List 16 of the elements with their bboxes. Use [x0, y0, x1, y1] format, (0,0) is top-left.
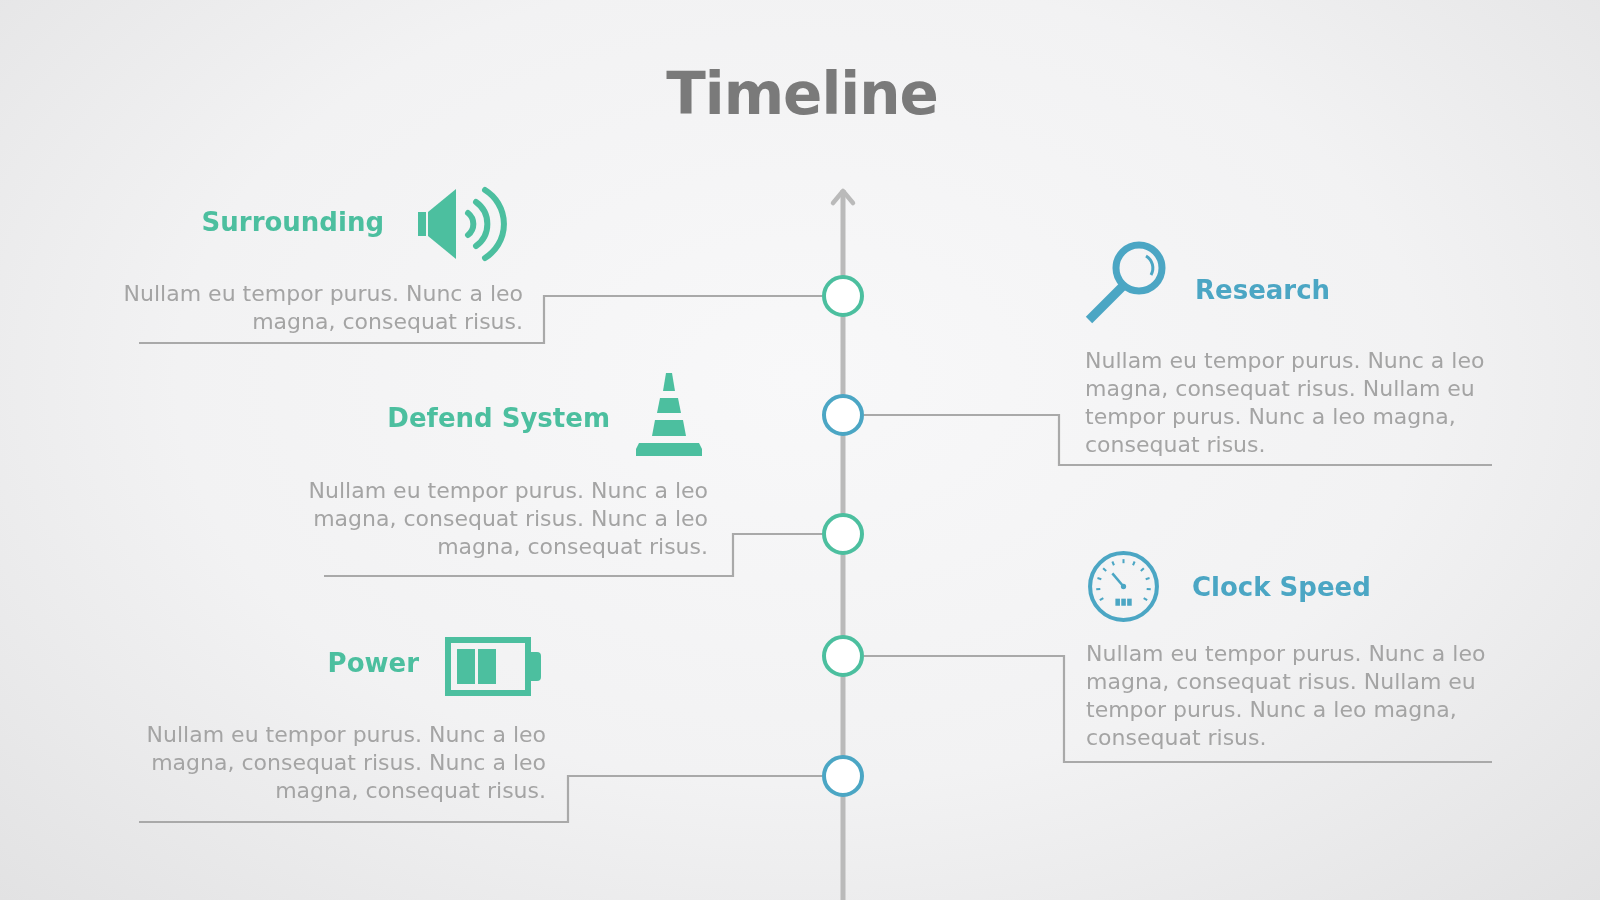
- slide-title: Timeline: [666, 59, 938, 130]
- entry-heading: Clock Speed: [1192, 571, 1371, 603]
- entry-description: Nullam eu tempor purus. Nunc a leo magna, consequat risus.: [122, 280, 523, 336]
- entry-description: Nullam eu tempor purus. Nunc a leo magna, consequat risus. Nullam eu tempor purus. Nunc a leo magna, consequat risus.: [1085, 347, 1486, 459]
- entry-heading: Surrounding: [201, 206, 384, 238]
- leader-line: [324, 532, 822, 578]
- entry-heading: Defend System: [387, 402, 610, 434]
- leader-line: [864, 413, 1492, 467]
- entry-heading: Power: [327, 647, 419, 679]
- leader-line: [139, 294, 822, 345]
- entry-description: Nullam eu tempor purus. Nunc a leo magna, consequat risus. Nunc a leo magna, consequat risus.: [307, 477, 708, 561]
- entry-description: Nullam eu tempor purus. Nunc a leo magna, consequat risus. Nullam eu tempor purus. Nunc a leo magna, consequat risus.: [1086, 640, 1487, 752]
- entry-description: Nullam eu tempor purus. Nunc a leo magna, consequat risus. Nunc a leo magna, consequat risus.: [145, 721, 546, 805]
- leader-line: [864, 654, 1492, 764]
- entry-heading: Research: [1195, 274, 1331, 306]
- leader-line: [139, 774, 822, 824]
